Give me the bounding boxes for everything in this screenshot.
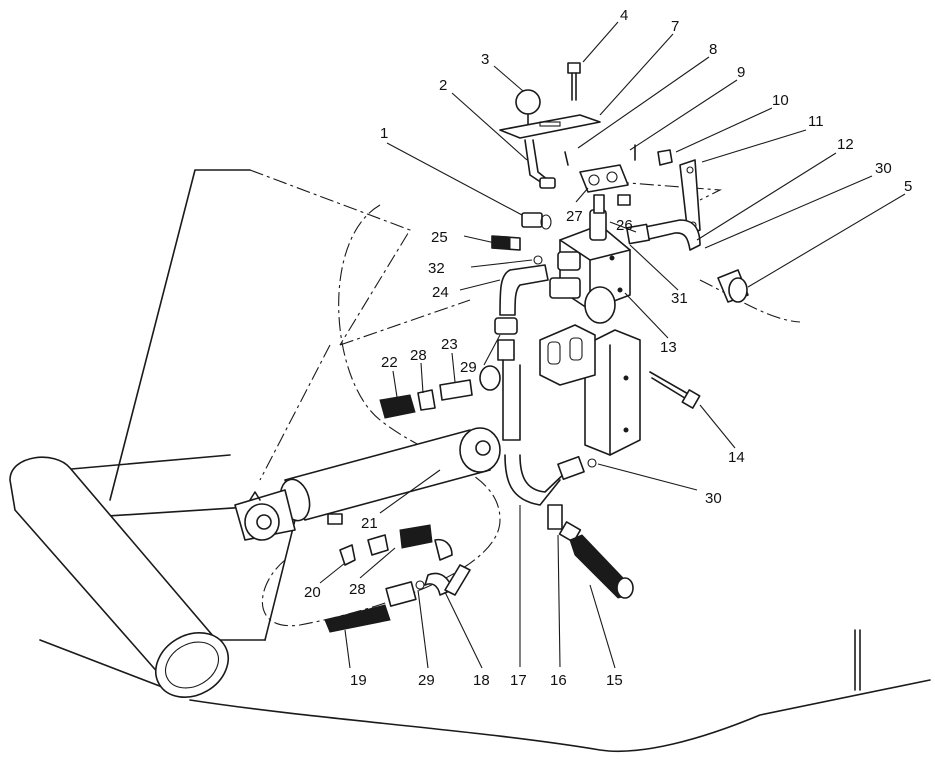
- callout-28-upper: 28: [410, 347, 427, 364]
- callout-27: 27: [566, 208, 583, 225]
- callout-25: 25: [431, 229, 448, 246]
- callout-2: 2: [439, 77, 447, 94]
- callout-9: 9: [737, 64, 745, 81]
- shift-lever: [499, 89, 601, 189]
- callout-15: 15: [606, 672, 623, 689]
- hydraulic-cylinder: [234, 427, 501, 541]
- callout-7: 7: [671, 18, 679, 35]
- hose-19: [324, 564, 471, 633]
- callout-29-lower: 29: [418, 672, 435, 689]
- callout-5: 5: [904, 178, 912, 195]
- callout-17: 17: [510, 672, 527, 689]
- callout-labels: 1 2 3 4 5 7 8 9 10 11 12 13 14 15 16 17 …: [304, 7, 912, 689]
- leader-lines: [319, 21, 906, 669]
- callout-22: 22: [381, 354, 398, 371]
- callout-16: 16: [550, 672, 567, 689]
- callout-18: 18: [473, 672, 490, 689]
- bolt-4: [567, 62, 581, 101]
- callout-23: 23: [441, 336, 458, 353]
- callout-21: 21: [361, 515, 378, 532]
- control-valve: [549, 194, 631, 324]
- callout-30-upper: 30: [875, 160, 892, 177]
- elbow-24-pipe: [494, 264, 549, 441]
- bumper-5: [717, 269, 749, 303]
- lever-arm: [657, 149, 701, 236]
- callout-20: 20: [304, 584, 321, 601]
- callout-32: 32: [428, 260, 445, 277]
- callout-28-lower: 28: [349, 581, 366, 598]
- valve-mount-bracket: [539, 324, 641, 456]
- callout-4: 4: [620, 7, 628, 24]
- tee-fittings: [504, 454, 597, 543]
- callout-31: 31: [671, 290, 688, 307]
- fittings-20-21: [339, 524, 453, 566]
- callout-29-upper: 29: [460, 359, 477, 376]
- callout-13: 13: [660, 339, 677, 356]
- bolt-14: [649, 371, 701, 409]
- hose-15: [569, 534, 634, 599]
- callout-10: 10: [772, 92, 789, 109]
- callout-8: 8: [709, 41, 717, 58]
- callout-24: 24: [432, 284, 449, 301]
- elbow-fitting-12: [625, 219, 701, 251]
- left-fittings: [491, 212, 552, 265]
- callout-1: 1: [380, 125, 388, 142]
- frame-tube: [9, 456, 229, 698]
- callout-14: 14: [728, 449, 745, 466]
- callout-11: 11: [808, 113, 824, 130]
- fittings-22-23: [379, 365, 501, 419]
- frame-phantom-lines: [249, 169, 801, 627]
- callout-30-lower: 30: [705, 490, 722, 507]
- link-assembly: [564, 144, 636, 206]
- callout-19: 19: [350, 672, 367, 689]
- callout-26: 26: [616, 217, 633, 234]
- callout-3: 3: [481, 51, 489, 68]
- callout-12: 12: [837, 136, 854, 153]
